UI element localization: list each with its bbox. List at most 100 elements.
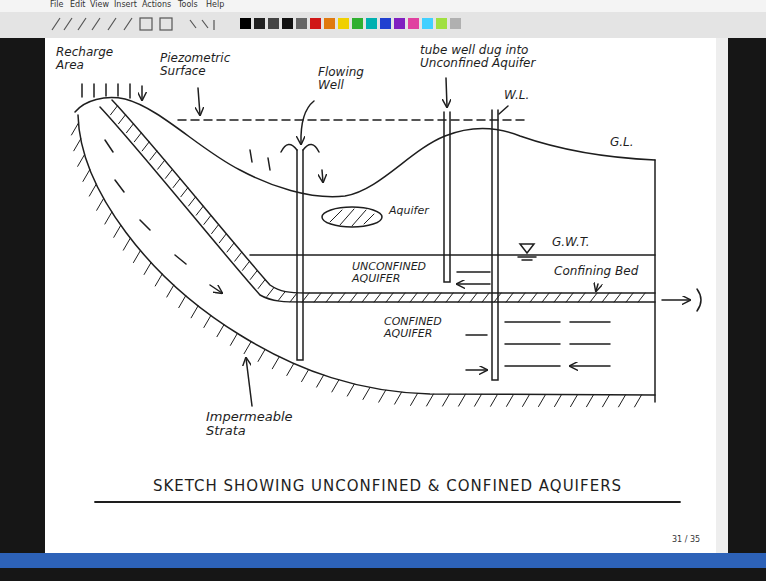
confining-hatch [242, 261, 249, 270]
strata-hatch [317, 375, 324, 387]
caption-underline [95, 501, 680, 503]
tube-well [444, 112, 450, 282]
lens-hatch [330, 209, 374, 226]
menu-item: Actions [142, 1, 178, 10]
confining-hatch [362, 293, 369, 302]
confining-hatch [434, 293, 441, 302]
strata-hatch [459, 394, 466, 406]
confined-well [492, 110, 498, 380]
strata-hatch [244, 342, 251, 354]
confining-hatch [314, 293, 321, 302]
confining-hatch [290, 293, 297, 302]
color-swatch [394, 18, 405, 29]
strata-hatch [105, 212, 112, 224]
tool-icon [160, 18, 172, 30]
strata-label: Impermeable Strata [206, 410, 306, 439]
strata-hatch [587, 395, 594, 407]
confining-hatch [173, 179, 180, 188]
confining-bed-top [112, 100, 655, 293]
format-icons [190, 20, 214, 30]
confining-hatch [267, 287, 274, 296]
leader-line [198, 88, 200, 115]
strata-hatch [411, 393, 418, 405]
confining-hatch [165, 169, 172, 178]
strata-hatch [179, 296, 186, 308]
confining-hatch [338, 293, 345, 302]
confining-hatch [626, 293, 633, 302]
water-level-label: W.L. [504, 89, 538, 102]
aquifer-label: UNCONFINED AQUIFER [352, 261, 440, 285]
strata-hatch [555, 395, 562, 407]
color-swatches [240, 18, 461, 29]
leader-line [596, 284, 598, 291]
confining-hatch [212, 225, 219, 234]
confining-hatch [542, 293, 549, 302]
flow-arrows [457, 272, 490, 284]
confining-hatch [302, 293, 309, 302]
confining-hatch [134, 133, 141, 142]
aquifer-label: Aquifer [389, 205, 443, 217]
strata-hatch [332, 380, 339, 392]
piezometric-line [178, 119, 525, 121]
strata-hatch [491, 394, 498, 406]
bracket [697, 289, 701, 311]
strata-hatch [635, 395, 642, 407]
strata-hatch [619, 395, 626, 407]
strata-hatch [443, 394, 450, 406]
menu-item: Tools [178, 1, 206, 10]
flow-arrows [662, 299, 690, 301]
confining-hatch [235, 252, 242, 261]
menu-item: Help [206, 1, 230, 10]
water-table-symbol [520, 244, 534, 253]
flow-arrows [105, 140, 222, 293]
pen-icons [52, 18, 132, 30]
menu-bar [0, 0, 766, 12]
strata-hatch [217, 325, 224, 337]
confining-hatch [554, 293, 561, 302]
strata-hatch [272, 357, 279, 369]
menu-item: View [90, 1, 114, 10]
confining-hatch [258, 280, 265, 289]
color-swatch [324, 18, 335, 29]
page-counter: 31 / 35 [672, 536, 712, 545]
strata-hatch [287, 363, 294, 375]
color-swatch [254, 18, 265, 29]
tool-bar [0, 12, 766, 38]
confining-hatch [566, 293, 573, 302]
confining-hatch [398, 293, 405, 302]
color-swatch [352, 18, 363, 29]
strata-hatch [507, 394, 514, 406]
caption: SKETCH SHOWING UNCONFINED & CONFINED AQU… [95, 478, 680, 495]
confining-hatch [614, 293, 621, 302]
piezometric-label: Piezometric Surface [160, 52, 256, 78]
confining-hatch [482, 293, 489, 302]
confining-hatch [204, 215, 211, 224]
strata-hatch [114, 225, 121, 237]
leader-line [246, 358, 252, 406]
color-swatch [310, 18, 321, 29]
color-swatch [436, 18, 447, 29]
menu-item: Edit [70, 1, 90, 10]
recharge-label: Recharge Area [56, 46, 126, 72]
color-swatch [282, 18, 293, 29]
strata-hatch [155, 274, 162, 286]
strata-hatch [363, 387, 370, 399]
confining-hatch [602, 293, 609, 302]
flow-arrows [466, 335, 487, 370]
strata-hatch [97, 198, 104, 210]
strata-hatch [523, 394, 530, 406]
strata-hatch [395, 392, 402, 404]
strata-hatch [123, 238, 130, 250]
perched-aquifer-lens [322, 207, 382, 227]
tool-icon [140, 18, 152, 30]
leader-line [301, 101, 314, 144]
strata-hatch [230, 333, 237, 345]
strata-hatch [539, 395, 546, 407]
scroll-bar [716, 38, 728, 553]
strata-hatch [379, 390, 386, 402]
confining-hatch [250, 270, 257, 279]
confining-hatch [590, 293, 597, 302]
color-swatch [268, 18, 279, 29]
strata-hatch [83, 169, 90, 181]
